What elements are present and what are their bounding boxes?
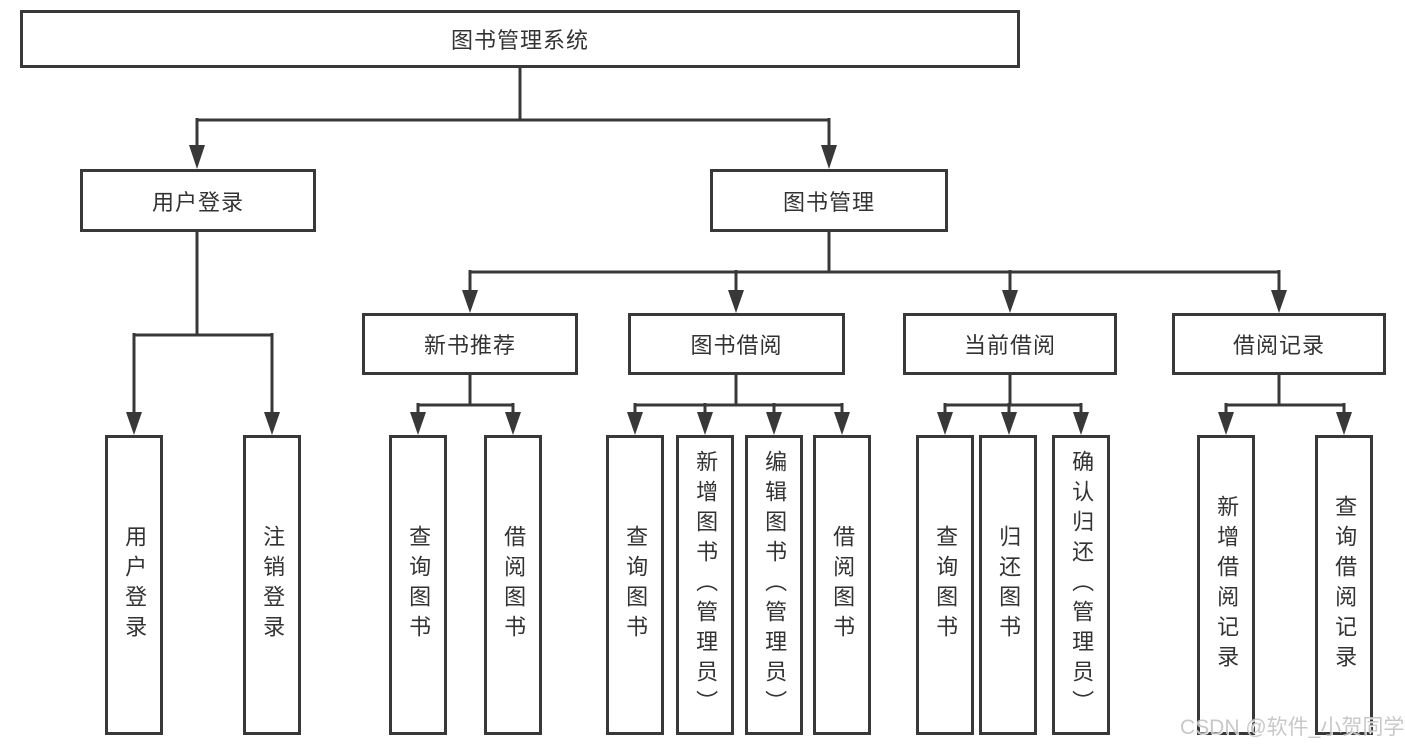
node-label: 查询图书 xyxy=(933,525,959,645)
node-label: 注销登录 xyxy=(260,525,286,645)
node-book-borrow: 图书借阅 xyxy=(628,313,845,375)
leaf-return-books: 归还图书 xyxy=(979,435,1037,735)
leaf-edit-book-admin: 编辑图书（管理员） xyxy=(745,435,803,735)
node-new-book-recommend: 新书推荐 xyxy=(362,313,578,375)
node-label: 用户登录 xyxy=(122,525,148,645)
leaf-query-books-recommend: 查询图书 xyxy=(389,435,447,735)
node-label: 借阅记录 xyxy=(1232,333,1325,358)
node-current-borrow: 当前借阅 xyxy=(903,313,1117,375)
node-label: 新增图书（管理员） xyxy=(693,450,719,720)
node-label: 当前借阅 xyxy=(963,333,1056,358)
leaf-add-borrow-record: 新增借阅记录 xyxy=(1197,435,1255,735)
leaf-query-books-borrow: 查询图书 xyxy=(606,435,664,735)
leaf-query-borrow-record: 查询借阅记录 xyxy=(1315,435,1373,735)
node-label: 归还图书 xyxy=(996,525,1022,645)
node-label: 借阅图书 xyxy=(830,525,856,645)
leaf-borrow-books-recommend: 借阅图书 xyxy=(484,435,542,735)
leaf-logout-login: 注销登录 xyxy=(243,435,301,735)
leaf-borrow-books: 借阅图书 xyxy=(813,435,871,735)
node-label: 新增借阅记录 xyxy=(1214,495,1240,675)
node-label: 编辑图书（管理员） xyxy=(762,450,788,720)
connector-lines xyxy=(132,67,1346,416)
node-label: 查询借阅记录 xyxy=(1332,495,1358,675)
node-borrow-records: 借阅记录 xyxy=(1172,313,1386,375)
node-user-login: 用户登录 xyxy=(80,169,316,232)
node-library-management-system: 图书管理系统 xyxy=(20,10,1020,68)
node-label: 图书管理系统 xyxy=(450,28,589,53)
node-label: 新书推荐 xyxy=(423,333,516,358)
node-label: 查询图书 xyxy=(623,525,649,645)
csdn-watermark: CSDN @软件_小贺同学 xyxy=(1180,716,1405,739)
node-label: 用户登录 xyxy=(151,189,244,215)
node-label: 图书借阅 xyxy=(690,333,783,358)
node-book-management: 图书管理 xyxy=(710,169,948,232)
leaf-user-login: 用户登录 xyxy=(105,435,163,735)
leaf-add-book-admin: 新增图书（管理员） xyxy=(676,435,734,735)
node-label: 图书管理 xyxy=(782,189,875,215)
node-label: 确认归还（管理员） xyxy=(1069,450,1095,720)
leaf-confirm-return-admin: 确认归还（管理员） xyxy=(1052,435,1110,735)
arrowhead-icons xyxy=(126,145,1352,435)
node-label: 查询图书 xyxy=(406,525,432,645)
node-label: 借阅图书 xyxy=(501,525,527,645)
leaf-query-books-current: 查询图书 xyxy=(916,435,974,735)
